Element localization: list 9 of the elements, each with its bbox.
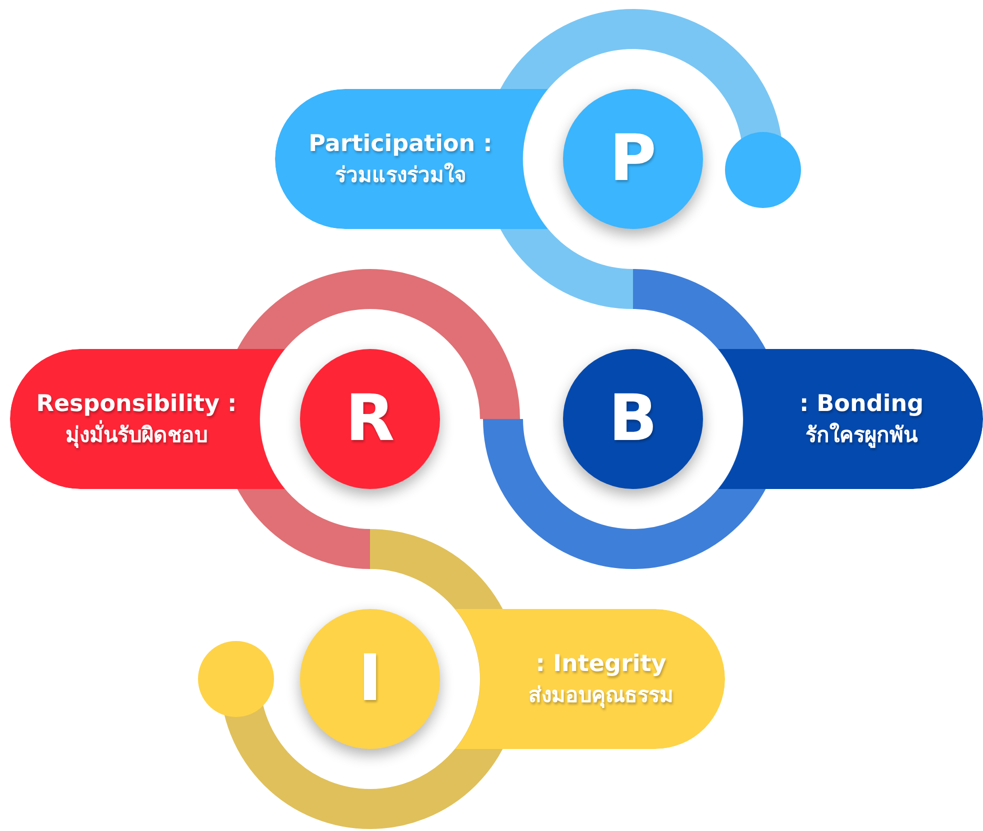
value-title: Participation :: [308, 130, 492, 158]
value-title: : Integrity: [536, 650, 666, 678]
value-title: Responsibility :: [36, 390, 237, 418]
value-subtitle: รักใครผูกพัน: [806, 422, 918, 448]
value-title: : Bonding: [799, 390, 924, 418]
value-subtitle: ร่วมแรงร่วมใจ: [335, 162, 466, 188]
banner-pill: [718, 349, 983, 489]
value-subtitle: ส่งมอบคุณธรรม: [528, 682, 674, 708]
value-subtitle: มุ่งมั่นรับผิดชอบ: [66, 422, 208, 448]
